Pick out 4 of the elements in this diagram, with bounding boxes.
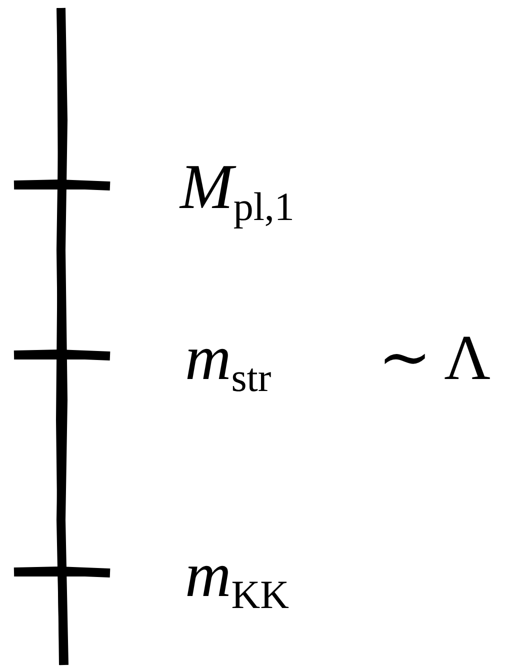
- scale-label: ∼ Λ: [378, 326, 490, 390]
- scale-label: m$_{KK}$: [185, 543, 289, 615]
- scale-label: m$_{str}$: [185, 326, 272, 398]
- scale-label: M$_{pl,1}$: [180, 155, 294, 227]
